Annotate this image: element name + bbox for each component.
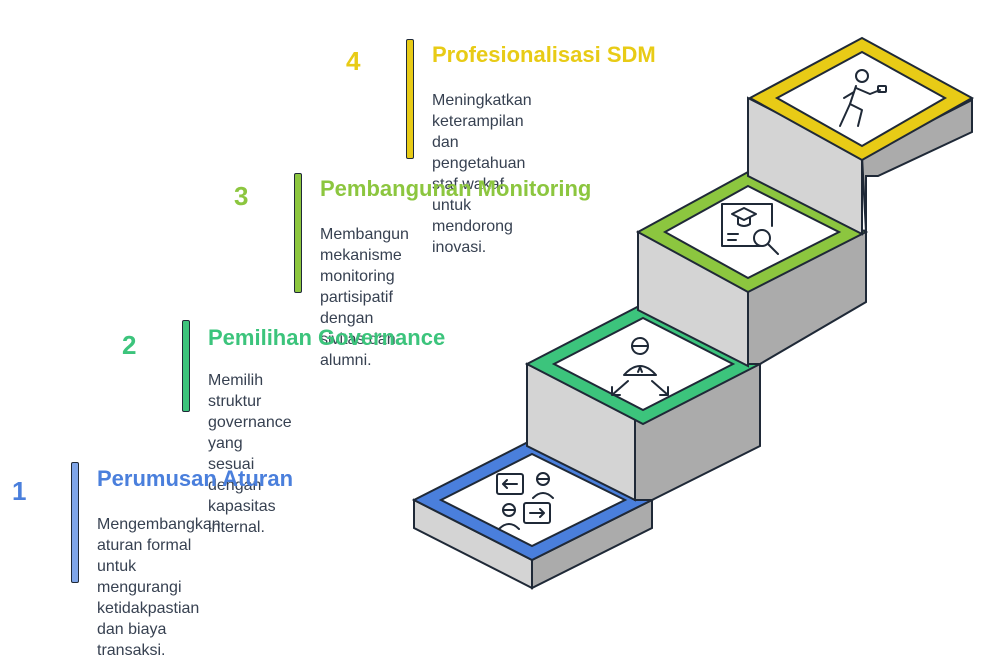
staircase-graphic: [411, 36, 975, 590]
person-decision-arrows-icon: [611, 337, 669, 396]
step-2-desc-line-1: Memilih struktur governance yang: [208, 372, 292, 452]
step-3-number: 3: [234, 181, 249, 211]
step-4-desc-line-2: pengetahuan staf wakaf untuk: [432, 155, 526, 214]
monitoring-education-icon: [721, 203, 779, 255]
step-3-desc-line-1: Membangun mekanisme: [320, 226, 409, 264]
step-4-title: Profesionalisasi SDM: [432, 42, 656, 67]
step-2-desc-line-2: sesuai dengan kapasitas internal.: [208, 456, 276, 536]
step-4-description: Meningkatkan keterampilan dan pengetahua…: [432, 90, 532, 258]
step-4-bar: [406, 39, 414, 159]
step-1-desc-line-1: Mengembangkan aturan formal: [97, 516, 221, 554]
step-1-number: 1: [12, 476, 27, 506]
stair-riser-3: [637, 228, 867, 368]
negotiation-people-icon: [496, 472, 554, 530]
step-4-desc-line-3: mendorong inovasi.: [432, 218, 513, 256]
step-2-number: 2: [122, 330, 137, 360]
step-1-title: Perumusan Aturan: [97, 466, 294, 491]
step-1-description: Mengembangkan aturan formal untuk mengur…: [97, 514, 221, 661]
step-4-desc-line-1: Meningkatkan keterampilan dan: [432, 92, 532, 151]
stair-step-3: [635, 170, 869, 294]
step-3-title: Pembangunan Monitoring: [320, 176, 592, 201]
step-3-desc-line-3: sivitas dan alumni.: [320, 331, 396, 369]
step-1-bar: [71, 462, 79, 583]
step-1-desc-line-3: dan biaya transaksi.: [97, 621, 167, 659]
step-3-description: Membangun mekanisme monitoring partisipa…: [320, 224, 409, 371]
step-2-description: Memilih struktur governance yang sesuai …: [208, 370, 292, 538]
step-3-desc-line-2: monitoring partisipatif dengan: [320, 268, 395, 327]
step-1-desc-line-2: untuk mengurangi ketidakpastian: [97, 558, 200, 617]
professional-running-icon: [839, 69, 887, 127]
step-2-title: Pemilihan Governance: [208, 325, 446, 350]
step-2-bar: [182, 320, 190, 412]
step-3-bar: [294, 173, 302, 293]
stair-step-4: [747, 36, 975, 162]
step-4-number: 4: [346, 46, 361, 76]
